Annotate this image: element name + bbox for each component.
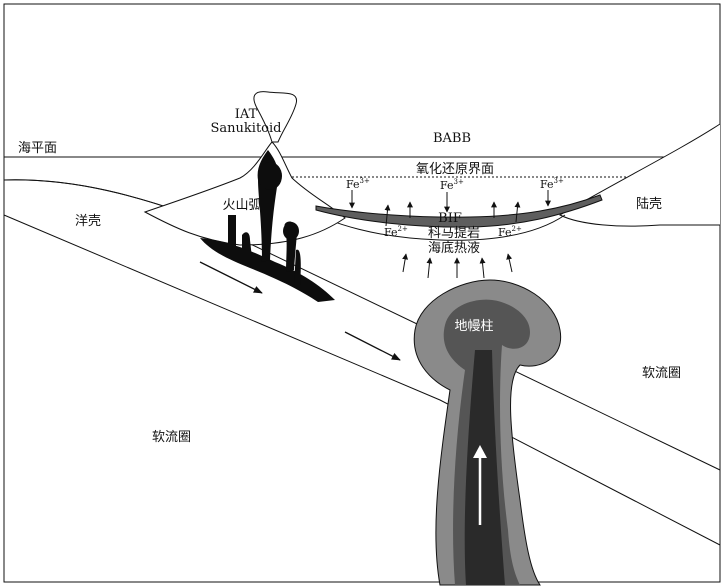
magma-blob-top xyxy=(258,162,282,190)
hydro-arrow-1 xyxy=(402,253,409,273)
fe2-arrow-1 xyxy=(384,204,391,227)
label-fe3-mid: Fe3+ xyxy=(440,178,464,192)
magma-dike-2 xyxy=(242,232,252,258)
label-hydrothermal: 海底热液 xyxy=(428,240,480,256)
eruption-plume xyxy=(253,91,298,143)
label-asthenosphere-right: 软流圈 xyxy=(642,366,681,381)
hydro-arrow-5 xyxy=(506,253,513,273)
label-sanukitoid: Sanukitoid xyxy=(211,121,282,136)
fe2-arrow-4 xyxy=(514,201,521,223)
label-asthenosphere-left: 软流圈 xyxy=(152,430,191,445)
label-fe2-right: Fe2+ xyxy=(498,225,522,239)
bif-layer xyxy=(315,194,603,228)
label-sea-level: 海平面 xyxy=(18,141,57,156)
hydro-arrow-4 xyxy=(479,257,486,279)
frame-border xyxy=(3,3,721,583)
label-volcanic-arc: 火山弧 xyxy=(222,198,261,213)
label-mantle-plume: 地幔柱 xyxy=(454,319,493,334)
label-fe2-left: Fe2+ xyxy=(384,225,408,239)
label-iat: IAT xyxy=(235,107,258,122)
volcanic-arc xyxy=(143,141,346,246)
mantle-plume-core xyxy=(464,350,505,585)
subduction-arrow-2 xyxy=(344,331,401,361)
magma-blob-right xyxy=(283,222,299,240)
magma-dike-4 xyxy=(294,249,301,285)
label-fe3-left: Fe3+ xyxy=(346,177,370,191)
label-oceanic-crust: 洋壳 xyxy=(75,214,101,229)
label-redox-boundary: 氧化还原界面 xyxy=(416,162,494,177)
plume-up-arrowhead xyxy=(473,445,487,458)
label-bif: BIF xyxy=(438,211,462,226)
label-komatiite: 科马提岩 xyxy=(428,225,480,241)
label-babb: BABB xyxy=(433,131,471,146)
magma-dike-1 xyxy=(228,215,236,255)
hydro-arrow-2 xyxy=(426,257,433,279)
label-fe3-right: Fe3+ xyxy=(540,177,564,191)
subduction-arrow-1 xyxy=(199,261,263,294)
label-continental-crust: 陆壳 xyxy=(636,196,662,212)
